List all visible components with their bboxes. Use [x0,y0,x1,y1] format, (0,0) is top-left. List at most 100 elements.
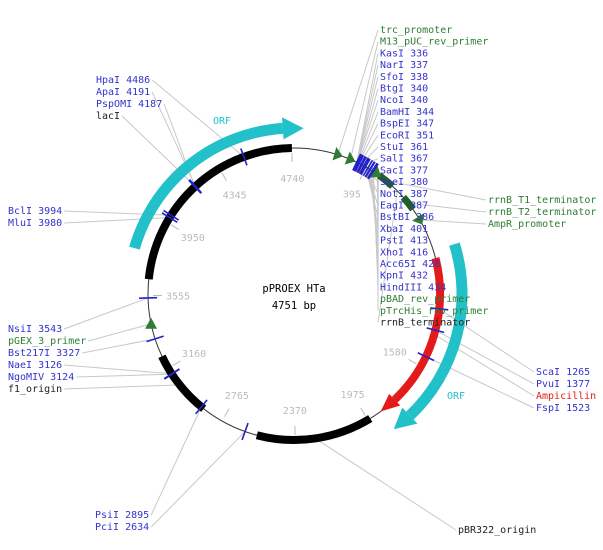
tick-label: 1975 [341,390,365,401]
site-mark [195,399,208,415]
tick-label: 3950 [181,233,205,244]
site-mark [426,327,445,334]
leader-line [356,88,379,163]
restriction-site-label: SacI 377 [380,165,428,176]
orf-arc-ampicillin-arrowhead [393,407,418,430]
feature-label: pGEX_3_primer [8,336,86,347]
site-mark [163,209,180,221]
leader-line [385,180,487,201]
leader-line [356,53,379,163]
site-mark [367,163,379,180]
tick-mark [172,360,181,367]
feature-label: trc_promoter [380,25,452,36]
restriction-site-label: BstBI 386 [380,212,434,223]
leader-line [64,297,149,330]
tick-label: 3160 [182,349,206,360]
leader-line [163,103,196,187]
tick-mark [359,171,365,180]
restriction-site-label: PciI 2634 [95,522,149,533]
ampicillin-arc [391,257,444,403]
leader-line [82,338,156,354]
leader-line [356,64,379,163]
leader-line [64,384,180,390]
ampicillin-arc-arrowhead [380,393,401,412]
leader-line [88,323,152,342]
restriction-site-label: PstI 413 [380,236,428,247]
tick-label: 395 [343,189,361,200]
restriction-site-label: HindIII 434 [380,282,446,293]
feature-label: rrnB_T1_terminator [488,195,596,206]
leader-line [337,29,379,155]
site-mark [161,212,178,223]
restriction-site-label: BclI 3994 [8,206,62,217]
f1-origin-arc [158,354,207,412]
restriction-site-label: XhoI 416 [380,247,428,258]
restriction-site-label: EagI 387 [380,201,428,212]
ampr-promoter-arrow [412,213,424,225]
leader-line [314,438,457,531]
feature-label: pBR322_origin [458,525,536,536]
leader-line [372,171,379,288]
orf-arc-lacI [129,122,284,250]
orf-label: ORF [447,391,465,402]
tick-label: 2370 [283,406,307,417]
plasmid-name: pPROEX HTa [262,283,325,295]
site-mark [240,148,248,166]
tick-mark [170,224,180,230]
leader-line [76,373,172,378]
site-mark [357,156,368,174]
restriction-site-label: StuI 361 [380,142,428,153]
tick-label: 4740 [280,174,304,185]
feature-label: rrnB_terminator [380,318,470,329]
restriction-site-label: NaeI 3126 [8,360,62,371]
restriction-site-label: MluI 3980 [8,218,62,229]
restriction-site-label: NsiI 3543 [8,324,62,335]
feature-label: rrnB_T2_terminator [488,207,596,218]
restriction-site-label: Acc65I 428 [380,259,440,270]
leader-line [64,364,172,375]
pbr322-origin-arc [255,415,373,444]
restriction-site-label: SpeI 380 [380,177,428,188]
restriction-site-label: PsiI 2895 [95,510,149,521]
restriction-site-label: XbaI 401 [380,224,428,235]
restriction-site-label: KasI 336 [380,48,428,59]
rrnb-t2-terminator-arc [400,194,416,212]
tick-mark [221,172,227,181]
restriction-site-label: NotI 387 [380,189,428,200]
tick-label: 2765 [225,391,249,402]
restriction-site-label: BamHI 344 [380,107,434,118]
feature-label: f1_origin [8,384,62,395]
tick-mark [224,408,230,417]
tick-mark [408,359,417,365]
feature-label: pBAD_rev_primer [380,294,470,305]
restriction-site-label: BtgI 340 [380,84,428,95]
site-mark [359,157,370,175]
plasmid-length: 4751 bp [272,300,316,312]
feature-label: pTrcHis_rev_primer [380,306,488,317]
site-mark [241,422,249,441]
leader-line [356,100,379,163]
pgex-primer-arrow [145,317,158,329]
restriction-site-label: NcoI 340 [380,95,428,106]
site-mark [430,307,449,311]
orf-label: ORF [213,116,231,127]
trc-promoter-arrow [332,146,343,161]
leader-line [349,41,379,160]
tick-mark [360,407,366,416]
restriction-site-label: NarI 337 [380,60,428,71]
feature-arcs [129,117,468,444]
feature-label: lacI [96,111,120,122]
restriction-site-label: PvuI 1377 [536,379,590,390]
laci-arc [144,144,292,280]
restriction-site-label: FspI 1523 [536,403,590,414]
feature-label: M13_pUC_rev_primer [380,37,488,48]
restriction-site-label: HpaI 4486 [96,75,150,86]
restriction-site-marks [139,148,449,441]
restriction-site-label: EcoRI 351 [380,130,434,141]
restriction-site-label: ApaI 4191 [96,87,150,98]
restriction-site-label: NgoMIV 3124 [8,372,74,383]
